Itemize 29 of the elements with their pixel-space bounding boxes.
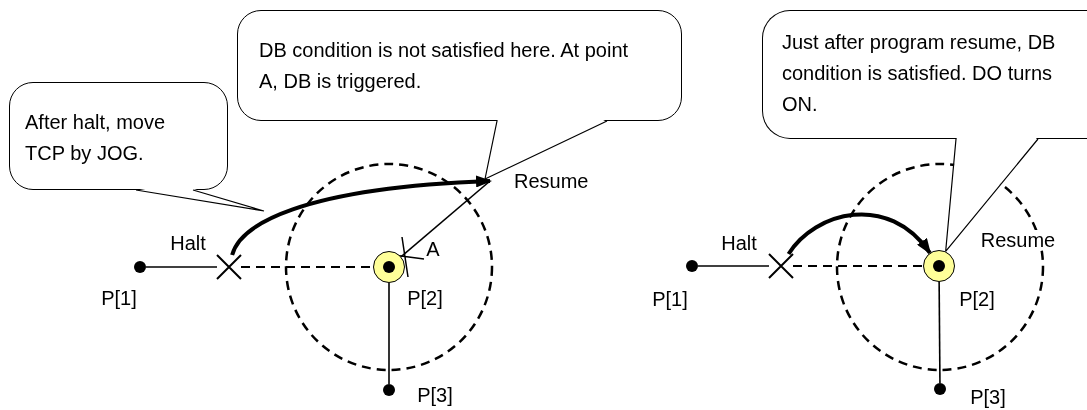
- highlighted-point: [923, 250, 955, 282]
- position-label: A: [426, 239, 440, 259]
- halt-cross-mark: [769, 254, 793, 278]
- path-line: [388, 282, 390, 385]
- callout-text: After halt, move TCP by JOG.: [25, 110, 167, 166]
- dashed-path-line: [793, 264, 923, 268]
- callout-tail: [484, 120, 608, 180]
- path-line: [400, 180, 491, 258]
- position-label: Resume: [980, 230, 1056, 250]
- point-label: P[3]: [417, 385, 453, 405]
- path-line: [938, 281, 941, 384]
- halt-label: Halt: [721, 233, 757, 253]
- point-label: P[1]: [101, 288, 137, 308]
- callout-tail: [135, 189, 265, 212]
- point-label: P[3]: [970, 387, 1006, 407]
- halt-label: Halt: [170, 233, 206, 253]
- dashed-path-line: [241, 265, 373, 269]
- halt-cross-mark: [217, 255, 241, 279]
- position-label: Resume: [514, 171, 589, 191]
- path-line: [145, 266, 218, 268]
- point-label: P[1]: [652, 289, 688, 309]
- jog-path-arrow: [786, 212, 932, 256]
- point-label: P[2]: [407, 288, 443, 308]
- callout-text: DB condition is not satisfied here. At point A, DB is triggered.: [259, 38, 630, 94]
- jog-path-arrow: [230, 175, 492, 256]
- path-line: [697, 265, 770, 267]
- callout-text: Just after program resume, DB condition is satisfied. DO turns ON.: [782, 30, 1057, 117]
- point-label: P[2]: [959, 289, 995, 309]
- highlighted-point: [373, 251, 405, 283]
